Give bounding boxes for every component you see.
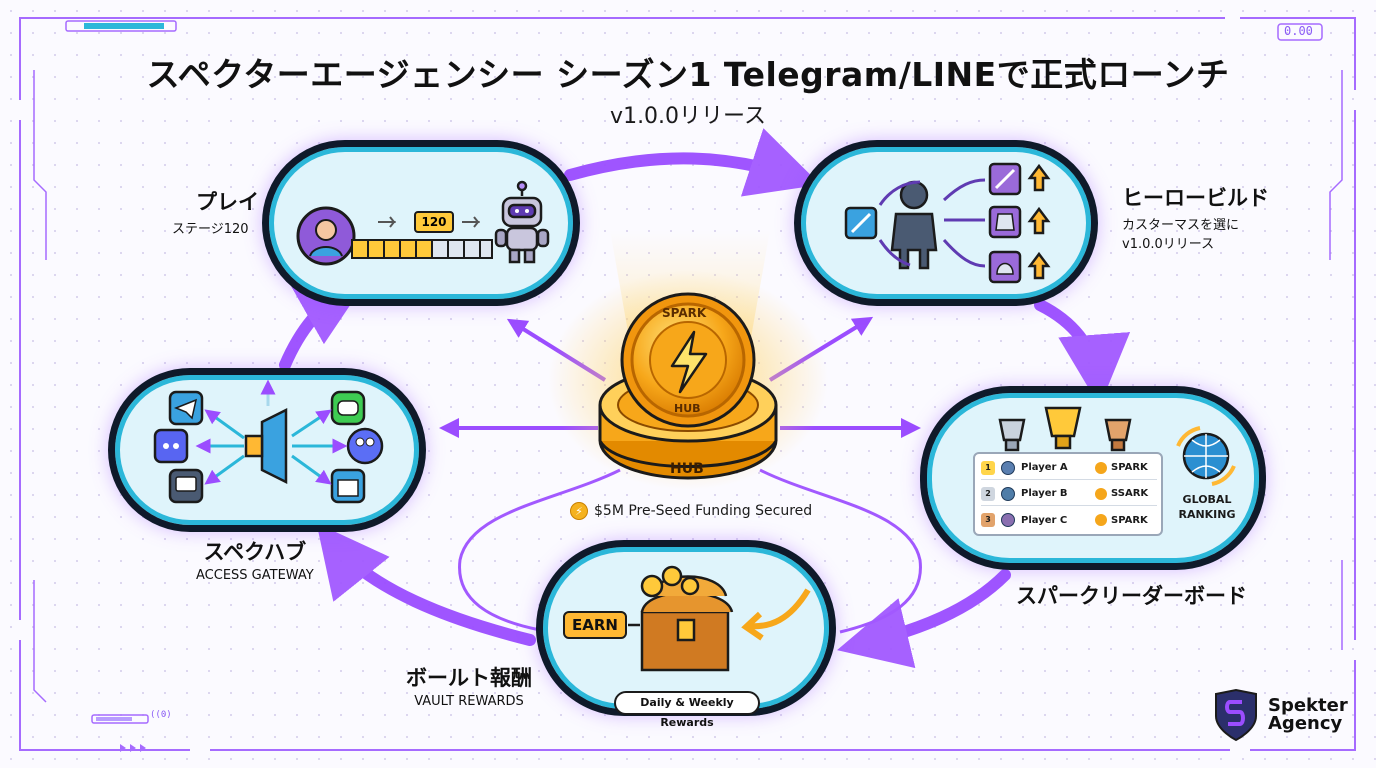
earn-badge: EARN bbox=[563, 611, 627, 639]
spark-coin-icon bbox=[1095, 487, 1107, 500]
globe-icon bbox=[1176, 426, 1236, 486]
player-name: Player C bbox=[1021, 514, 1068, 526]
hub-label: スペクハブ ACCESS GATEWAY bbox=[196, 536, 314, 583]
player-name: Player A bbox=[1021, 462, 1068, 473]
hero-title: ヒーロービルド bbox=[1122, 186, 1269, 210]
play-title: プレイ bbox=[196, 190, 259, 214]
token-cell: SPARK bbox=[1095, 461, 1148, 474]
page-title: スペクターエージェンシー シーズン1 Telegram/LINEで正式ローンチ bbox=[146, 55, 1230, 94]
player-avatar-icon bbox=[1001, 513, 1015, 527]
player-avatar-icon bbox=[1001, 460, 1015, 475]
rank-badge: 1 bbox=[981, 460, 995, 475]
ring-label: HUB bbox=[670, 461, 704, 477]
play-graphics bbox=[296, 180, 550, 266]
token-label: SSARK bbox=[1111, 488, 1149, 499]
logo-shield-icon bbox=[1215, 688, 1257, 742]
token-cell: SSARK bbox=[1095, 487, 1149, 500]
leaderboard-row: 1 Player A SPARK bbox=[981, 456, 1157, 480]
funding-note: ⚡ $5M Pre-Seed Funding Secured bbox=[570, 502, 812, 520]
hud-counter: ((0) bbox=[150, 710, 172, 720]
hub-graphics bbox=[153, 379, 384, 504]
leaderboard-graphics bbox=[998, 406, 1236, 486]
discord-icon bbox=[153, 428, 189, 464]
hero-subtitle-1: カスターマスを選に bbox=[1122, 218, 1240, 233]
lightning-coin-icon bbox=[620, 292, 756, 428]
hero-card bbox=[794, 140, 1098, 306]
logo-line-2: Agency bbox=[1268, 713, 1343, 734]
leaderboard-title: スパークリーダーボード bbox=[1016, 584, 1247, 608]
spark-coin-icon bbox=[1095, 461, 1107, 474]
play-label: プレイ ステージ120 bbox=[172, 186, 259, 237]
leaderboard-table: 1 Player A SPARK 2 Player B SSARK 3 Play… bbox=[973, 452, 1163, 536]
page-subtitle: v1.0.0リリース bbox=[610, 104, 766, 129]
play-subtitle: ステージ120 bbox=[172, 222, 249, 237]
lightning-icon: ⚡ bbox=[570, 502, 588, 520]
hub-subtitle: ACCESS GATEWAY bbox=[196, 568, 314, 583]
rank-badge: 3 bbox=[981, 513, 995, 527]
hud-frame bbox=[19, 17, 1356, 751]
hero-label: ヒーロービルド カスターマスを選に v1.0.0リリース bbox=[1122, 182, 1269, 252]
leaderboard-row: 3 Player C SPARK bbox=[981, 508, 1157, 532]
rank-badge: 2 bbox=[981, 486, 995, 501]
global-line-2: RANKING bbox=[1178, 508, 1236, 521]
token-cell: SPARK bbox=[1095, 514, 1148, 526]
vault-label: ボールト報酬 VAULT REWARDS bbox=[406, 662, 532, 709]
token-label: SPARK bbox=[1111, 514, 1148, 526]
leaderboard-label: スパークリーダーボード bbox=[1016, 580, 1247, 610]
level-badge: 120 bbox=[414, 211, 454, 233]
funding-text: $5M Pre-Seed Funding Secured bbox=[594, 503, 813, 519]
logo-text: Spekter Agency bbox=[1268, 697, 1348, 733]
community-icon bbox=[346, 427, 384, 465]
logo-line-1: Spekter bbox=[1268, 695, 1348, 716]
hub-title: スペクハブ bbox=[203, 540, 307, 564]
treasure-chest-icon bbox=[628, 565, 811, 672]
vault-subtitle: VAULT REWARDS bbox=[414, 694, 524, 709]
hero-subtitle-2: v1.0.0リリース bbox=[1122, 237, 1215, 252]
hero-graphics bbox=[844, 162, 1051, 284]
daily-weekly-badge: Daily & Weekly Rewards bbox=[614, 691, 760, 729]
logo-spacer bbox=[1214, 690, 1260, 740]
brand-logo: Spekter Agency bbox=[1214, 690, 1348, 740]
player-name: Player B bbox=[1021, 488, 1068, 499]
spark-coin-icon bbox=[1095, 514, 1107, 526]
vault-title: ボールト報酬 bbox=[406, 666, 532, 690]
robot-icon bbox=[494, 180, 550, 264]
token-label: SPARK bbox=[1111, 462, 1148, 473]
global-line-1: GLOBAL bbox=[1182, 493, 1232, 506]
coin-top-label: SPARK bbox=[662, 306, 707, 320]
global-ranking-label: GLOBAL RANKING bbox=[1172, 492, 1242, 522]
leaderboard-row: 2 Player B SSARK bbox=[981, 482, 1157, 506]
coin-bottom-label: HUB bbox=[674, 402, 701, 415]
hud-readout: 0.00 bbox=[1284, 24, 1313, 38]
player-avatar-icon bbox=[1001, 486, 1015, 501]
trophy-icon bbox=[998, 406, 1132, 452]
